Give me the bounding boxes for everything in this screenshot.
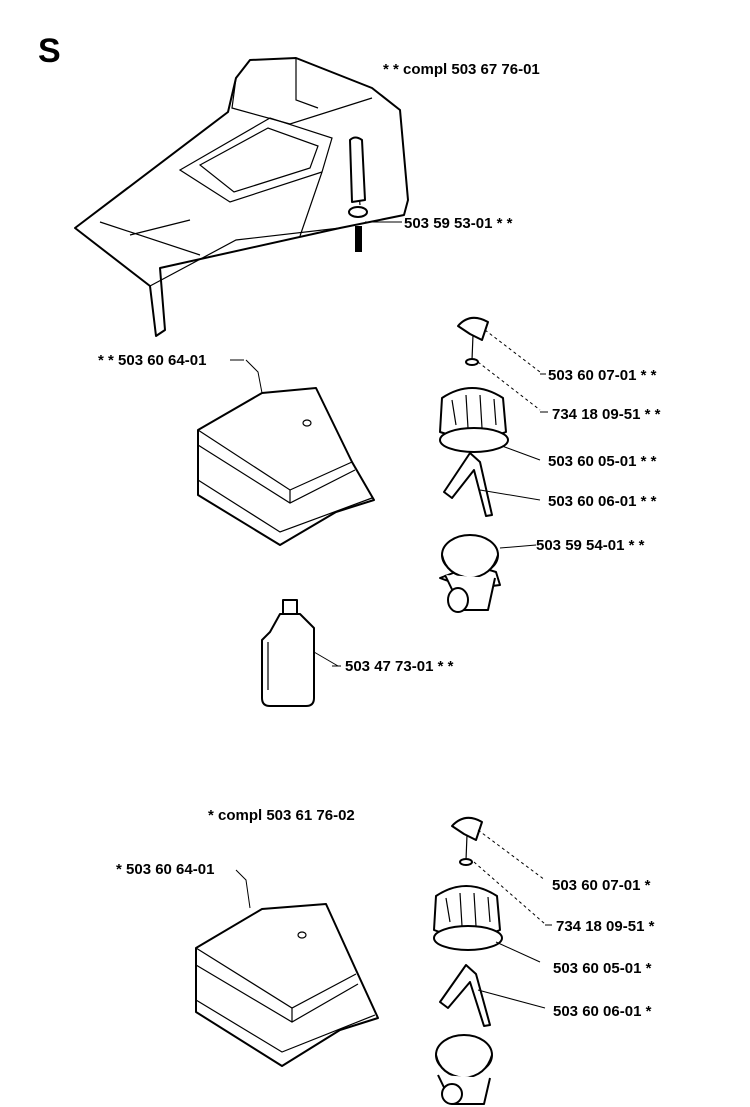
label-spring-a: 734 18 09-51 * * <box>552 406 661 423</box>
label-base-a: 503 59 54-01 * * <box>536 537 645 554</box>
label-knob-a: 503 60 07-01 * * <box>548 367 657 384</box>
label-filter-b: * 503 60 64-01 <box>116 861 214 878</box>
label-knob-b: 503 60 07-01 * <box>552 877 651 894</box>
label-cover-screw: 503 59 53-01 * * <box>404 215 513 232</box>
filter-a-part <box>197 387 375 546</box>
label-filter-a: * * 503 60 64-01 <box>98 352 206 369</box>
filter-b-part <box>195 903 379 1067</box>
label-bottom-compl: * compl 503 61 76-02 <box>208 807 355 824</box>
assembly-a-parts <box>439 316 509 613</box>
label-oil: 503 47 73-01 * * <box>345 658 454 675</box>
label-spring-b: 734 18 09-51 * <box>556 918 655 935</box>
assembly-b-parts <box>433 816 503 1105</box>
cover-part <box>74 57 409 337</box>
oil-bottle-part <box>261 599 315 707</box>
section-letter: S <box>38 32 61 70</box>
label-bracket-b: 503 60 06-01 * <box>553 1003 652 1020</box>
label-cone-b: 503 60 05-01 * <box>553 960 652 977</box>
label-top-compl: * * compl 503 67 76-01 <box>383 61 540 78</box>
label-bracket-a: 503 60 06-01 * * <box>548 493 657 510</box>
label-cone-a: 503 60 05-01 * * <box>548 453 657 470</box>
